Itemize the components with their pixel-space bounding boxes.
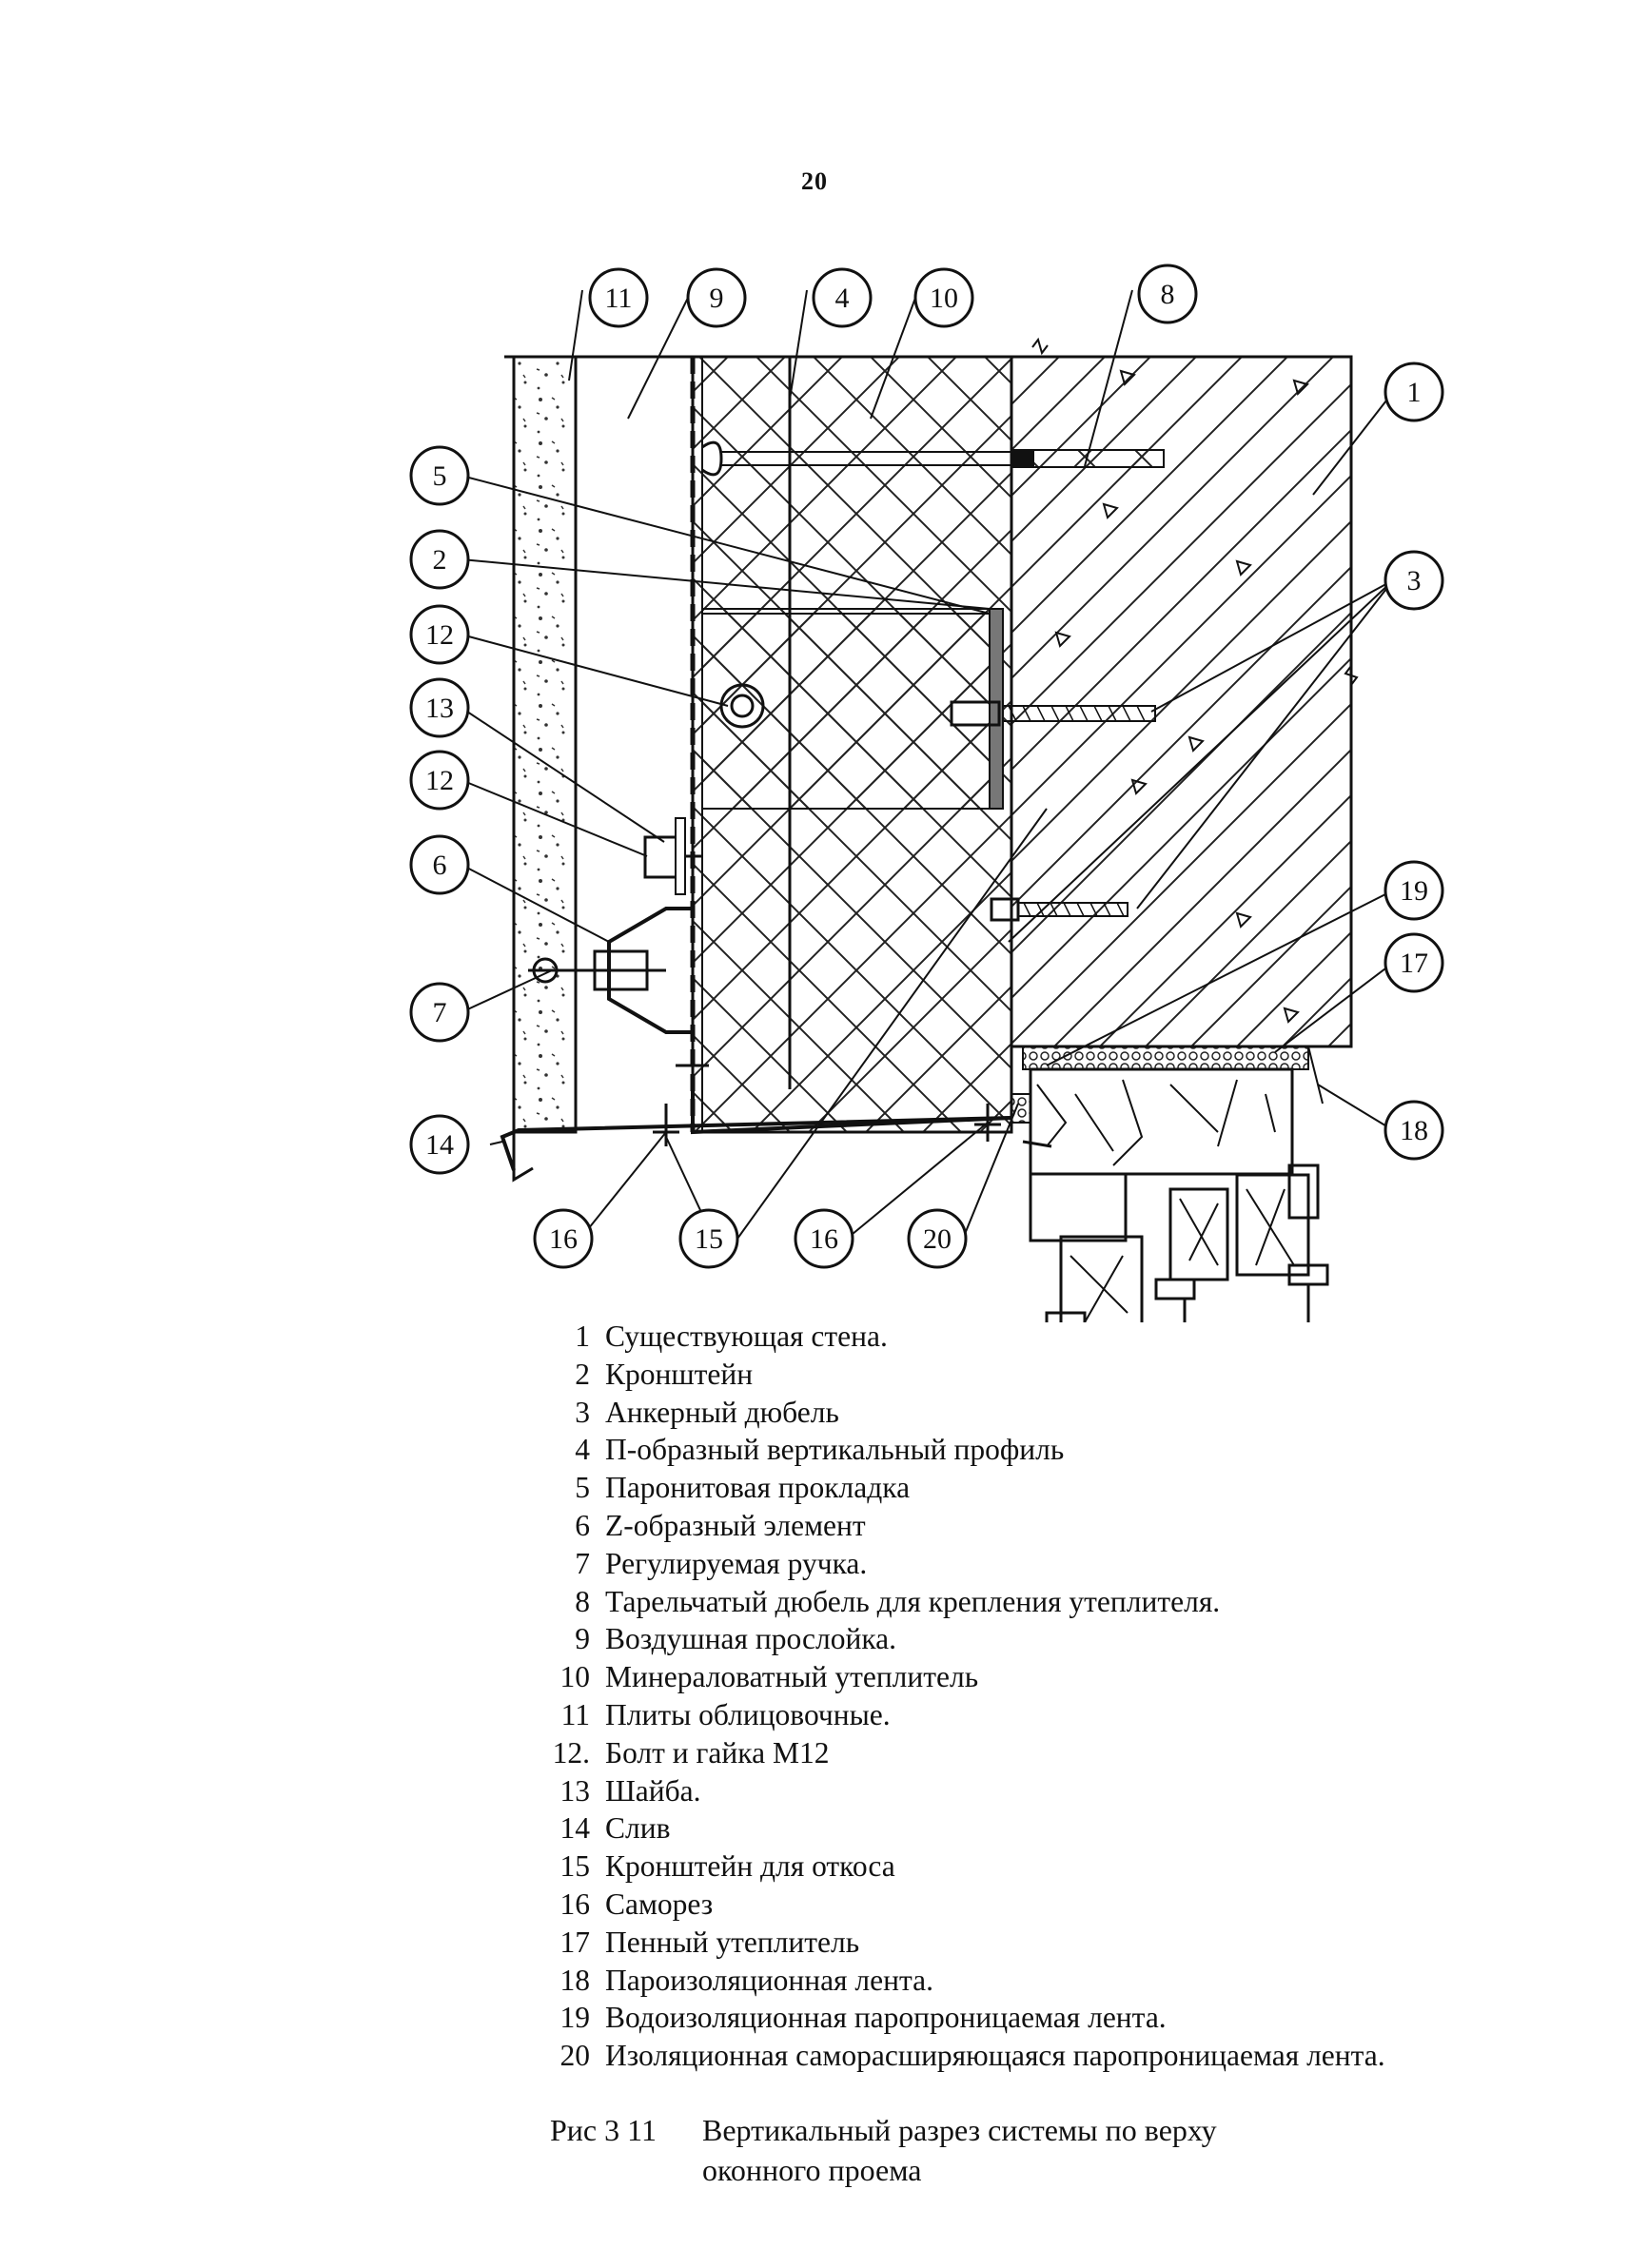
callout-label: 20 [923, 1223, 952, 1255]
callout-label: 13 [425, 693, 454, 724]
callout-circles [409, 264, 1444, 1269]
leader-lines [461, 289, 1394, 1240]
callout-label: 12 [425, 619, 454, 651]
slope-bracket [676, 1064, 1012, 1135]
anchor-dowel [950, 700, 1156, 727]
caption-line-2: оконного проема [702, 2153, 922, 2187]
callout-label: 4 [835, 283, 850, 314]
callout-label: 15 [695, 1223, 723, 1255]
callout-label: 17 [1400, 948, 1428, 979]
callout-label: 7 [433, 997, 447, 1028]
callout-label: 16 [810, 1223, 838, 1255]
window-frame [1029, 1067, 1329, 1322]
callout-label: 3 [1407, 565, 1422, 596]
caption-line-1: Вертикальный разрез системы по верху [702, 2113, 1217, 2147]
callout-label: 9 [710, 283, 724, 314]
callout-label: 10 [930, 283, 958, 314]
vapour-barrier-tape [1307, 1046, 1324, 1105]
section-drawing: 11 9 4 10 8 1 5 2 12 13 12 6 7 3 19 17 1… [409, 264, 1444, 1322]
cladding-panel [512, 355, 578, 1183]
legend-item: 12.Болт и гайка М12 [552, 1735, 830, 1769]
callout-label: 5 [433, 460, 447, 492]
callout-label: 18 [1400, 1115, 1428, 1146]
z-element [528, 907, 693, 1034]
washer-nut [643, 817, 702, 895]
figure-caption: Рис 3 11 Вертикальный разрез системы по в… [550, 2110, 1217, 2190]
bolt-nut [719, 683, 765, 729]
callout-label: 11 [605, 283, 633, 314]
callout-label: 16 [549, 1223, 578, 1255]
page-number: 20 [801, 167, 828, 195]
callout-label: 2 [433, 544, 447, 576]
callout-label: 1 [1407, 377, 1422, 408]
callout-label: 14 [425, 1129, 454, 1161]
anchor-dowel [990, 897, 1129, 922]
callout-label: 19 [1400, 875, 1428, 907]
caption-label: Рис 3 11 [550, 2113, 657, 2147]
foam-insulation [1011, 1046, 1309, 1124]
drip-flashing [500, 1116, 1012, 1171]
existing-wall [1010, 355, 1359, 1048]
callout-label: 8 [1161, 279, 1175, 310]
callout-label: 6 [433, 850, 447, 881]
callout-label: 12 [425, 765, 454, 796]
